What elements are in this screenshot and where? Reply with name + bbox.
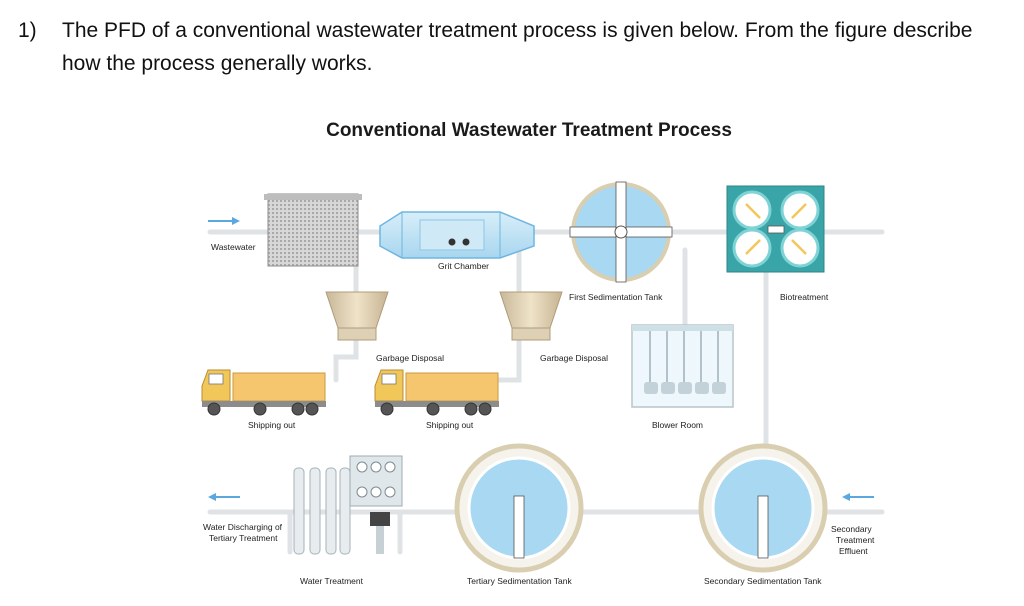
label-grit-chamber: Grit Chamber [438, 261, 489, 271]
pipe-hopper1-truck1 [333, 335, 359, 383]
label-shipping-out-2: Shipping out [426, 420, 474, 430]
grit-chamber [379, 211, 535, 259]
label-secondary-sedimentation: Secondary Sedimentation Tank [704, 576, 822, 586]
arrow-out-icon [208, 493, 240, 501]
dot-icon [462, 238, 470, 246]
diagram-title: Conventional Wastewater Treatment Proces… [326, 120, 732, 141]
truck-2 [374, 369, 499, 416]
flow-arrows [208, 217, 874, 501]
dot-icon [448, 238, 456, 246]
biotreatment-tank [726, 185, 825, 273]
label-garbage-disposal-2: Garbage Disposal [540, 353, 608, 363]
truck-1 [201, 369, 326, 416]
tertiary-sedimentation-tank [454, 443, 584, 573]
arrow-effluent-icon [842, 493, 874, 501]
water-treatment-unit [293, 455, 403, 555]
hopper-1 [325, 291, 389, 341]
label-wastewater: Wastewater [211, 242, 256, 252]
question-text: The PFD of a conventional wastewater tre… [62, 19, 973, 75]
label-first-sedimentation: First Sedimentation Tank [569, 292, 663, 302]
label-biotreatment: Biotreatment [780, 292, 829, 302]
arrow-in-icon [208, 217, 240, 225]
first-sedimentation-tank [569, 181, 673, 283]
secondary-sedimentation-tank [698, 443, 828, 573]
label-water-discharging-1: Water Discharging of [203, 522, 283, 532]
label-secondary-effluent-1: Secondary [831, 524, 872, 534]
label-blower-room: Blower Room [652, 420, 703, 430]
blower-room [631, 324, 734, 408]
label-garbage-disposal-1: Garbage Disposal [376, 353, 444, 363]
label-tertiary-sedimentation: Tertiary Sedimentation Tank [467, 576, 572, 586]
hopper-2 [499, 291, 563, 341]
question-number: 1) [18, 19, 37, 42]
bar-screen [264, 193, 362, 267]
label-secondary-effluent-2: Treatment [836, 535, 875, 545]
label-shipping-out-1: Shipping out [248, 420, 296, 430]
label-secondary-effluent-3: Effluent [839, 546, 868, 556]
label-water-discharging-2: Tertiary Treatment [209, 533, 278, 543]
label-water-treatment: Water Treatment [300, 576, 364, 586]
pipe-hopper2-truck2 [492, 335, 522, 383]
